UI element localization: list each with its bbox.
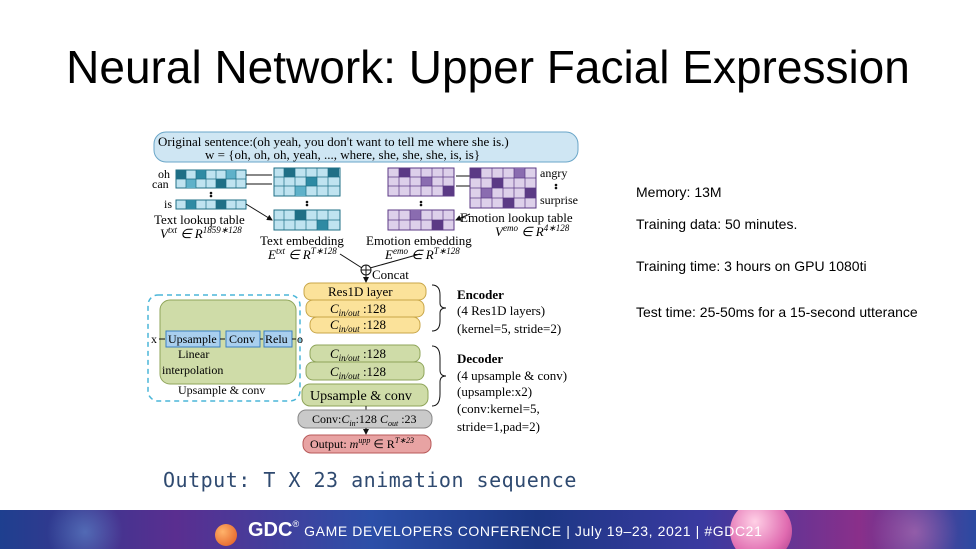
emotion-lookup-math: Vemo ∈ R4∗128 — [495, 223, 570, 239]
inset-title: Upsample & conv — [178, 383, 265, 397]
word-oh: oh — [158, 167, 170, 181]
svg-text:Cin/out :128: Cin/out :128 — [330, 346, 386, 363]
footer-text: GDC® GAME DEVELOPERS CONFERENCE | July 1… — [248, 519, 763, 541]
output-caption: Output: T X 23 animation sequence — [163, 468, 577, 492]
inset-dashed-frame — [147, 294, 301, 402]
svg-text:Cin/out :128: Cin/out :128 — [330, 364, 386, 381]
text-embedding-math: Etxt ∈ RT∗128 — [267, 246, 337, 262]
emotion-lookup-table — [469, 167, 537, 209]
text-lookup-label: Text lookup table — [154, 212, 245, 227]
text-embedding — [273, 167, 341, 231]
footer-banner: GDC® GAME DEVELOPERS CONFERENCE | July 1… — [0, 510, 976, 549]
encoder-line-1: (4 Res1D layers) — [457, 303, 545, 318]
emotion-embedding-label: Emotion embedding — [366, 233, 472, 248]
svg-text:Conv:Cin:128 Cout :23: Conv:Cin:128 Cout :23 — [312, 412, 417, 428]
output-overlay: Output: mupp ∈ RT∗23 — [302, 434, 432, 454]
svg-text:Relu: Relu — [265, 332, 288, 346]
sentence-line-2: w = {oh, oh, oh, yeah, ..., where, she, … — [205, 147, 480, 162]
inset-interp: interpolation — [162, 363, 223, 377]
text-embedding-label: Text embedding — [260, 233, 344, 248]
gdc-logo: GDC — [248, 519, 293, 541]
decor-orb-right — [730, 510, 792, 549]
emotion-lookup-label: Emotion lookup table — [460, 210, 573, 225]
inset-linear: Linear — [178, 347, 209, 361]
stat-test-time: Test time: 25-50ms for a 15-second utter… — [636, 304, 918, 320]
svg-text:Conv: Conv — [229, 332, 255, 346]
encoder-title: Encoder — [457, 287, 504, 302]
decoder-line-2: (upsample:x2) — [457, 384, 532, 399]
emotion-surprise: surprise — [540, 193, 578, 207]
conv-block — [297, 409, 433, 429]
concat-label: Concat — [372, 267, 409, 282]
text-lookup-table — [175, 169, 247, 210]
slide-title: Neural Network: Upper Facial Expression — [66, 41, 910, 93]
sentence-box — [153, 131, 579, 163]
word-is: is — [164, 197, 172, 211]
encoder-block-2 — [309, 316, 421, 334]
stat-memory: Memory: 13M — [636, 184, 722, 200]
svg-text:Res1D layer: Res1D layer — [328, 284, 393, 299]
svg-text:Upsample & conv: Upsample & conv — [310, 389, 412, 404]
encoder-line-2: (kernel=5, stride=2) — [457, 321, 561, 336]
decoder-title: Decoder — [457, 351, 503, 366]
word-can: can — [152, 177, 169, 191]
emotion-embedding-math: Eemo ∈ RT∗128 — [384, 246, 460, 262]
stat-training-time: Training time: 3 hours on GPU 1080ti — [636, 258, 867, 274]
inset-x: x — [151, 332, 157, 346]
network-diagram: Original sentence:(oh yeah, you don't wa… — [147, 131, 579, 435]
inset-o: o — [297, 332, 303, 346]
decoder-upsample-block — [301, 383, 429, 407]
emotion-angry: angry — [540, 166, 567, 180]
sentence-line-1: Original sentence:(oh yeah, you don't wa… — [158, 134, 509, 149]
decoder-line-4: stride=1,pad=2) — [457, 419, 540, 434]
svg-text:Cin/out :128: Cin/out :128 — [330, 301, 386, 318]
svg-text:Cin/out :128: Cin/out :128 — [330, 317, 386, 334]
emotion-embedding — [387, 167, 455, 231]
decoder-line-3: (conv:kernel=5, — [457, 401, 540, 416]
decoder-line-1: (4 upsample & conv) — [457, 368, 567, 383]
text-lookup-math: Vtxt ∈ R1859∗128 — [160, 225, 242, 241]
svg-text:Output: mupp ∈ RT∗23: Output: mupp ∈ RT∗23 — [310, 436, 414, 451]
decor-glow-right — [860, 510, 970, 549]
decor-orb-left — [215, 524, 237, 546]
decoder-block-2 — [305, 361, 425, 381]
stat-training-data: Training data: 50 minutes. — [636, 216, 798, 232]
decor-glow-left — [40, 510, 130, 549]
svg-text:Upsample: Upsample — [168, 332, 217, 346]
